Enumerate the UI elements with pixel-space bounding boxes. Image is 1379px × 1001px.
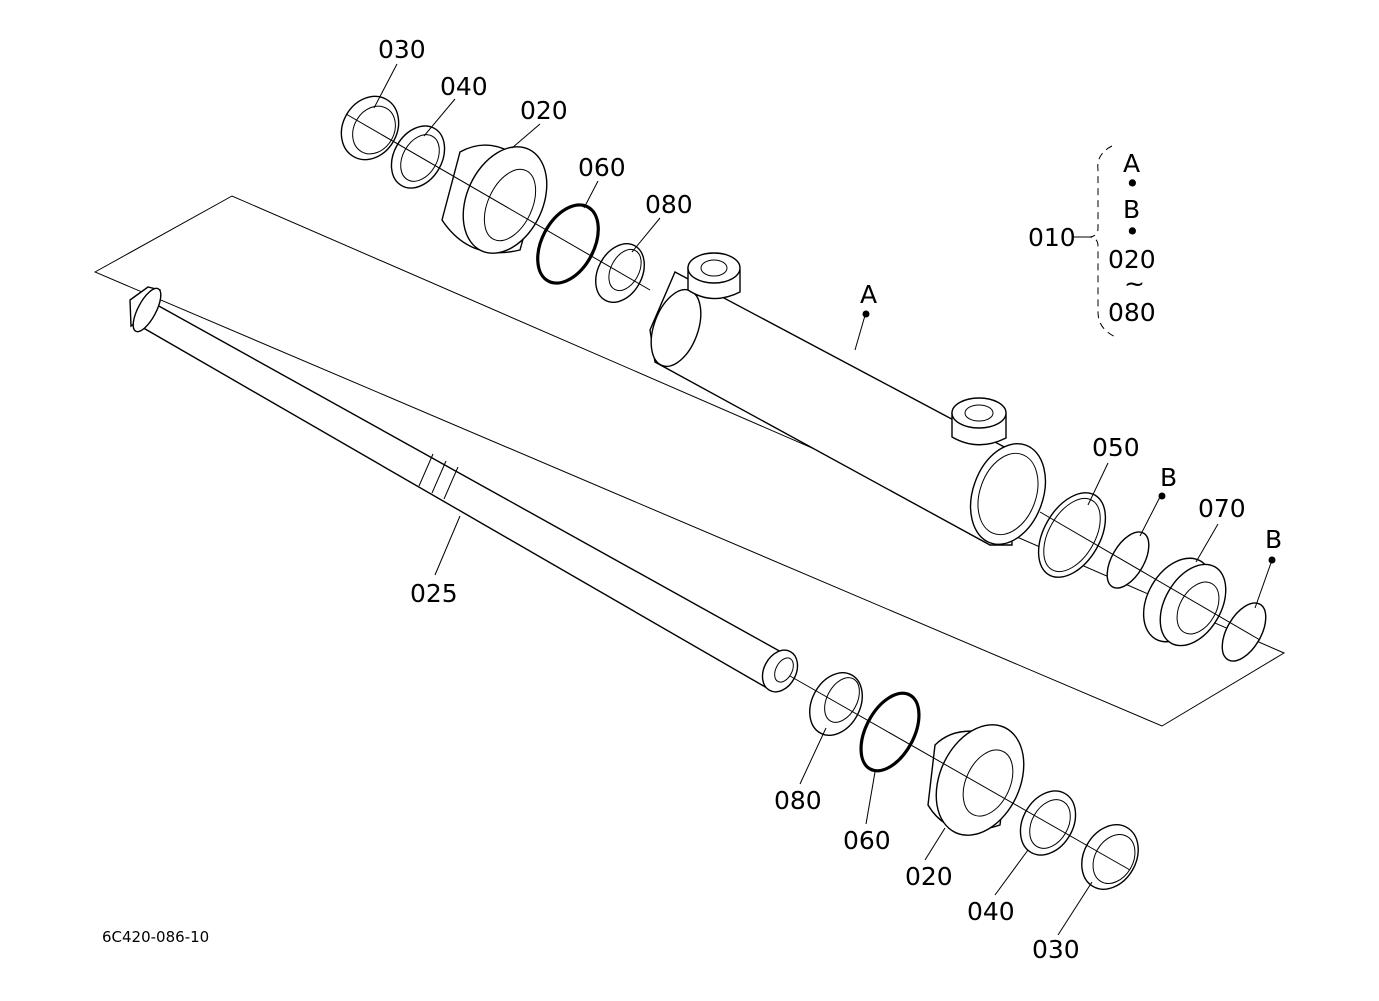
label-B-2: B <box>1265 525 1282 554</box>
legend-range-tilde: ~ <box>1124 269 1145 298</box>
label-050: 050 <box>1092 433 1140 462</box>
leader-dots <box>862 310 1276 564</box>
backup-ring-040-top <box>390 125 446 189</box>
legend-range-from: 020 <box>1108 245 1156 274</box>
label-020-top: 020 <box>520 96 568 125</box>
gland-020-top <box>441 144 548 254</box>
label-080-top: 080 <box>645 190 693 219</box>
legend-item-B: B <box>1123 195 1140 224</box>
legend-ref-010: 010 <box>1028 223 1076 252</box>
bushing-080-bottom <box>809 672 863 736</box>
assembly-frame <box>93 195 1286 727</box>
piston-rod-025 <box>129 286 799 693</box>
label-B-1: B <box>1160 463 1177 492</box>
snap-ring-B-1 <box>1106 531 1150 589</box>
label-080-bottom: 080 <box>774 786 822 815</box>
wiper-seal-030-bottom <box>1081 824 1139 890</box>
snap-ring-B-2 <box>1221 602 1267 662</box>
assembly-axis-lines <box>345 113 1261 871</box>
legend-dot-1: • <box>1125 169 1140 198</box>
label-040-top: 040 <box>440 72 488 101</box>
label-030-top: 030 <box>378 35 426 64</box>
label-070: 070 <box>1198 494 1246 523</box>
drawing-code: 6C420-086-10 <box>102 928 209 946</box>
legend-item-A: A <box>1123 149 1140 178</box>
piston-070 <box>1142 557 1227 647</box>
label-025: 025 <box>410 579 458 608</box>
leader-lines <box>373 63 1273 936</box>
label-060-bottom: 060 <box>843 826 891 855</box>
legend-range-to: 080 <box>1108 298 1156 327</box>
label-060-top: 060 <box>578 153 626 182</box>
cylinder-tube-A <box>649 252 1047 546</box>
gland-020-bottom <box>927 724 1025 836</box>
label-030-bottom: 030 <box>1032 935 1080 964</box>
legend-dot-2: • <box>1125 217 1140 246</box>
kit-legend: 010 A • B • 020 ~ 080 <box>1028 145 1156 339</box>
seal-ring-050 <box>1037 492 1107 578</box>
label-020-bottom: 020 <box>905 862 953 891</box>
label-040-bottom: 040 <box>967 897 1015 926</box>
label-A: A <box>860 280 877 309</box>
